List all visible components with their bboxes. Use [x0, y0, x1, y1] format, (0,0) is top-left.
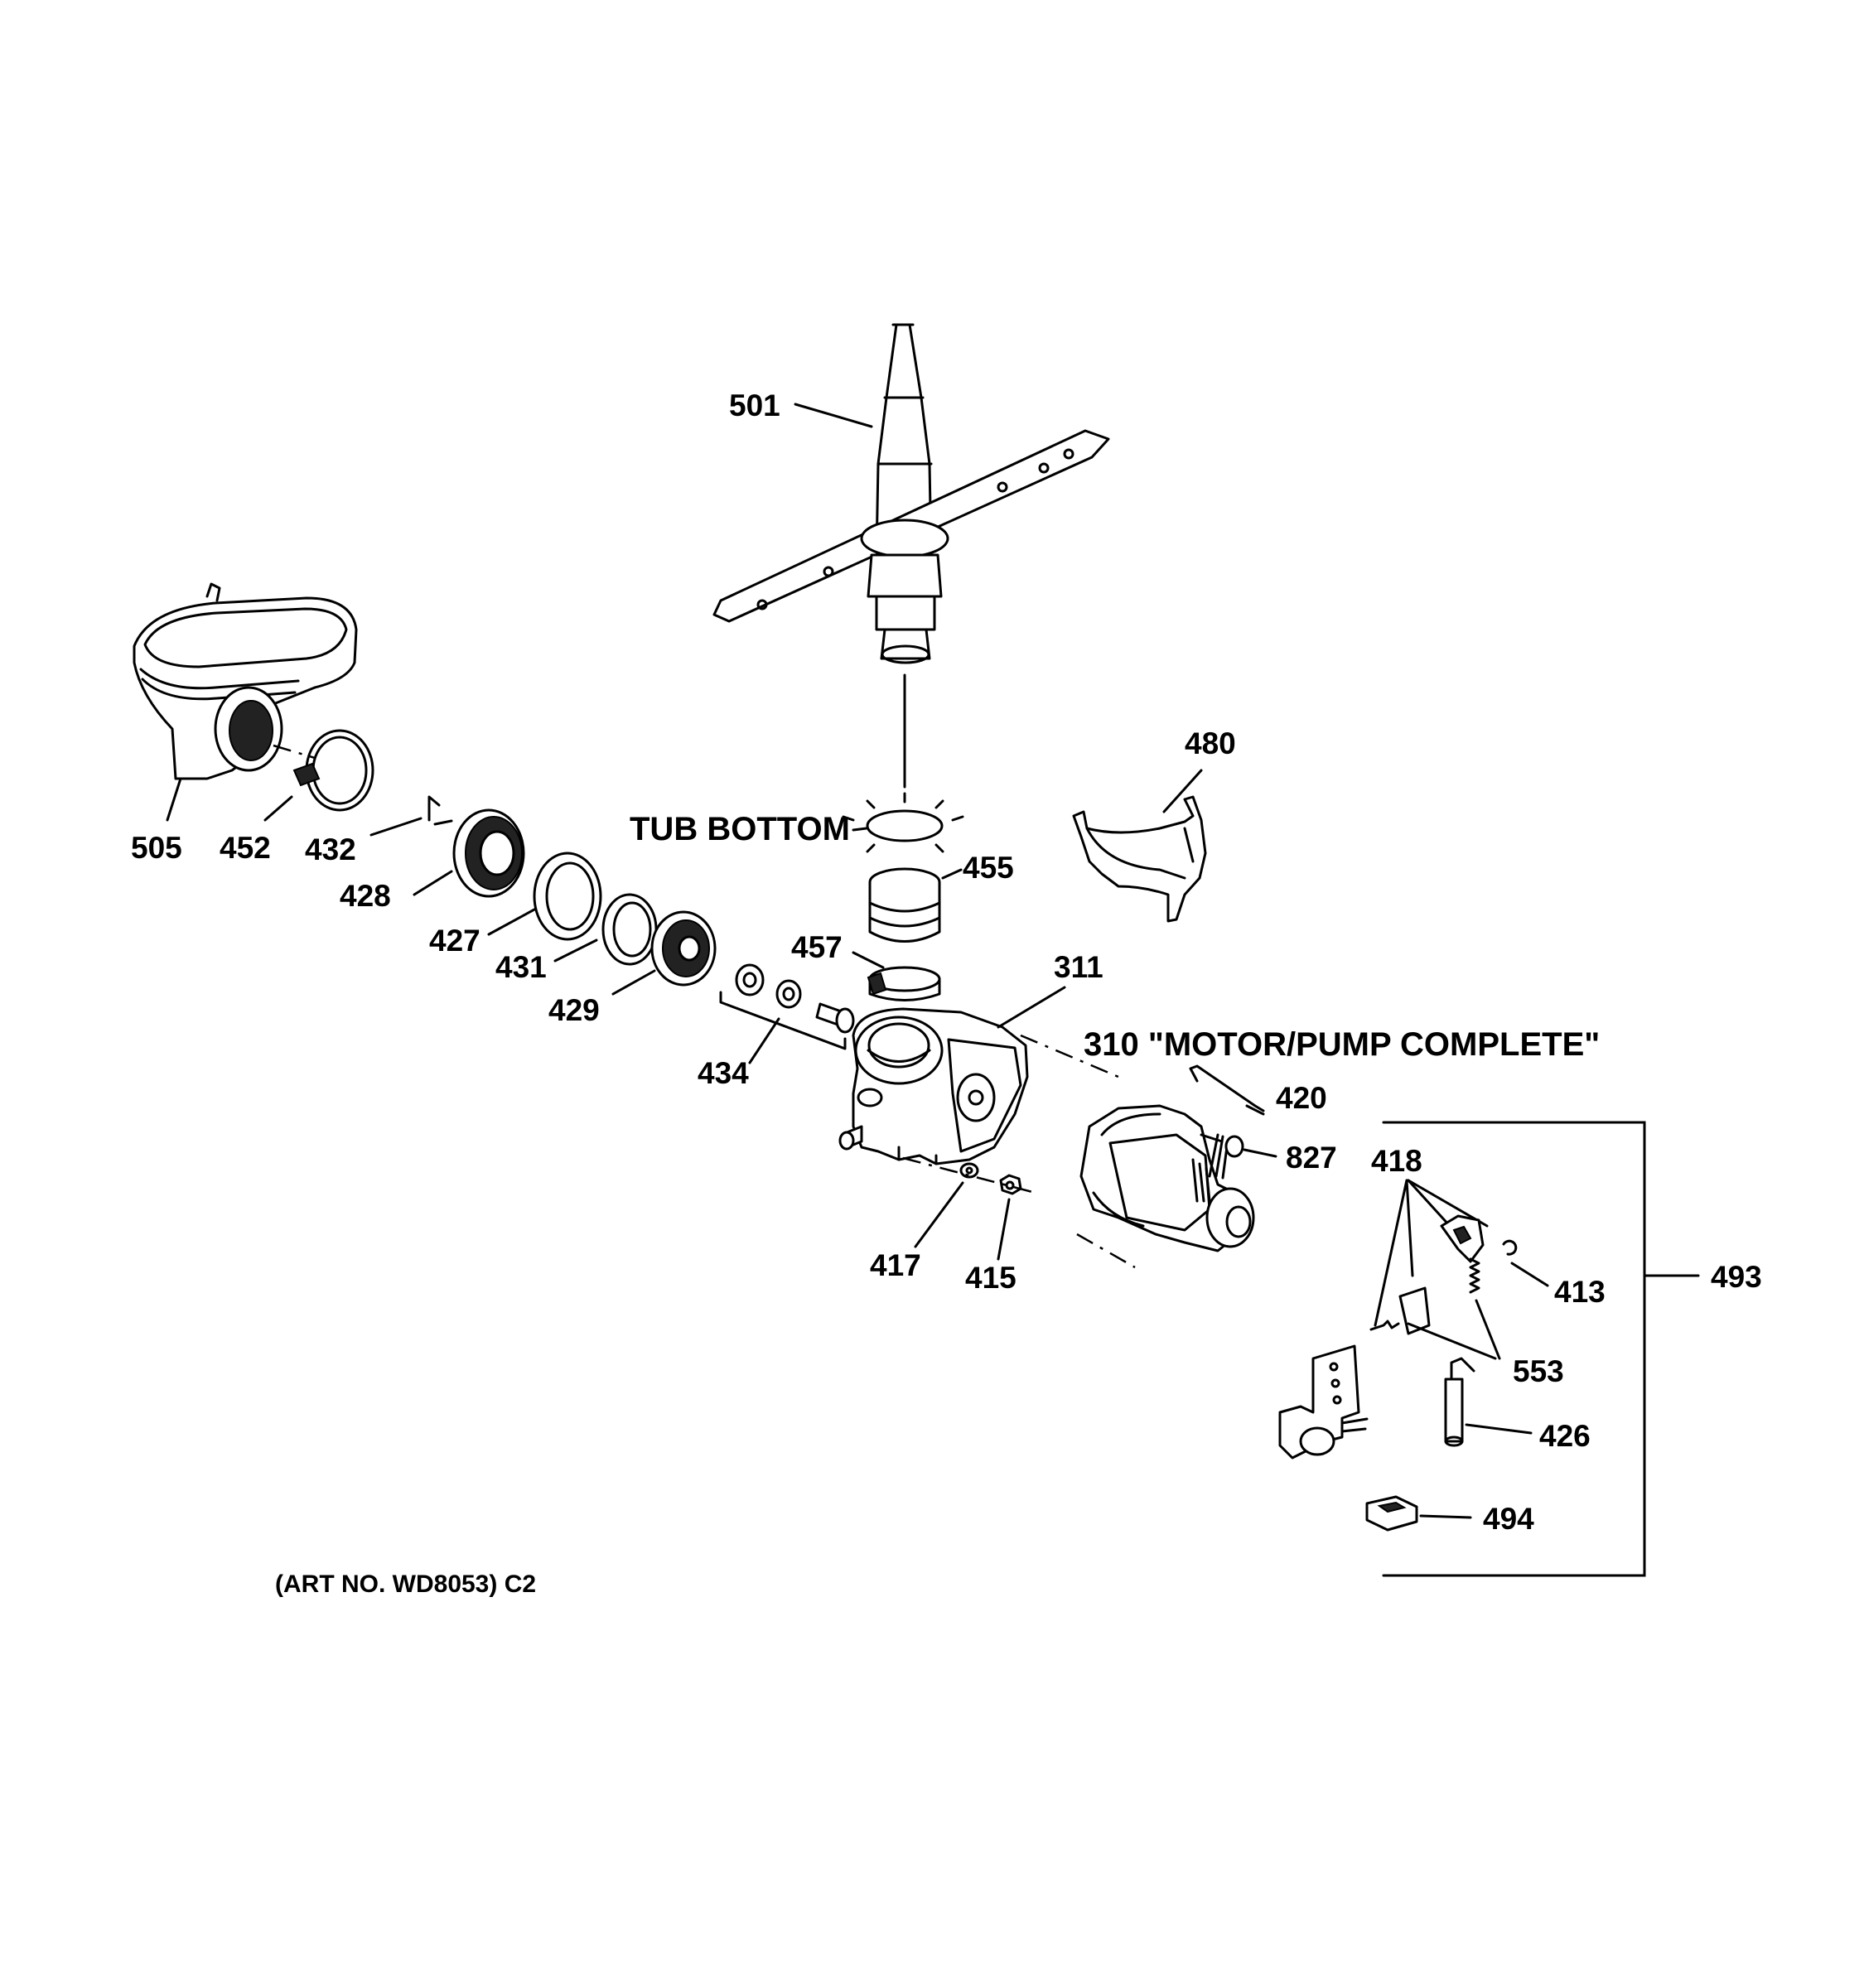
clamp-452 — [292, 729, 374, 812]
float-426 — [1444, 1357, 1475, 1447]
label-452: 452 — [220, 831, 271, 865]
pump-housing-311 — [838, 1007, 1029, 1165]
lever-418 — [1369, 1214, 1485, 1335]
label-413: 413 — [1554, 1275, 1606, 1309]
art-number: (ART NO. WD8053) C2 — [275, 1571, 536, 1598]
label-310: 310 "MOTOR/PUMP COMPLETE" — [1084, 1026, 1600, 1063]
label-493: 493 — [1711, 1260, 1762, 1294]
washer-417 — [959, 1162, 979, 1179]
screw-827 — [1200, 1133, 1244, 1158]
seal-455 — [868, 867, 941, 943]
guard-480 — [1072, 795, 1207, 923]
sump-housing-505 — [133, 582, 358, 780]
label-420: 420 — [1276, 1081, 1327, 1115]
label-428: 428 — [340, 879, 391, 913]
clamp-457 — [867, 966, 941, 1001]
float-switch-bracket — [1278, 1344, 1369, 1460]
label-311: 311 — [1054, 950, 1103, 984]
label-494: 494 — [1483, 1502, 1534, 1536]
label-827: 827 — [1286, 1141, 1337, 1175]
label-553: 553 — [1513, 1354, 1564, 1388]
clip-420 — [1189, 1064, 1265, 1112]
label-457: 457 — [791, 930, 843, 964]
seal-kit-434 — [719, 963, 855, 1050]
label-434: 434 — [698, 1056, 749, 1090]
spring-553 — [1469, 1257, 1480, 1294]
tub-bottom-ring — [842, 792, 964, 853]
label-431: 431 — [495, 950, 547, 984]
bracket-493 — [1382, 1121, 1646, 1577]
motor-310 — [1020, 1034, 1255, 1269]
ring-431 — [601, 893, 658, 966]
spray-arm-501 — [712, 323, 1110, 664]
impeller-429 — [650, 910, 717, 987]
switch-494 — [1365, 1495, 1418, 1532]
label-tub-bottom: TUB BOTTOM — [630, 811, 850, 847]
label-480: 480 — [1185, 726, 1236, 760]
clip-413 — [1502, 1239, 1518, 1256]
label-415: 415 — [965, 1261, 1017, 1295]
label-501: 501 — [729, 388, 780, 422]
label-455: 455 — [963, 851, 1014, 885]
label-505: 505 — [131, 831, 182, 865]
ring-427 — [533, 852, 602, 941]
label-427: 427 — [429, 924, 480, 958]
label-429: 429 — [548, 993, 600, 1027]
label-426: 426 — [1539, 1419, 1591, 1453]
chamber-428 — [427, 795, 525, 898]
label-417: 417 — [870, 1248, 921, 1282]
label-432: 432 — [305, 832, 356, 866]
label-418: 418 — [1371, 1144, 1422, 1178]
